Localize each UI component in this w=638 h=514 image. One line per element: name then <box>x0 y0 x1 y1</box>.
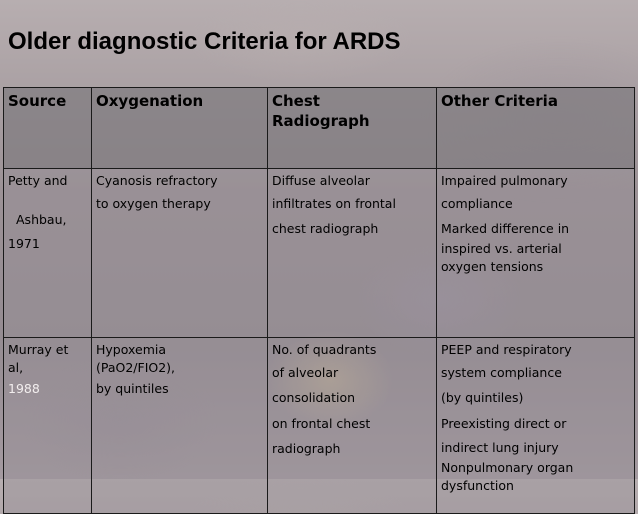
other-line: oxygen tensions <box>441 259 544 274</box>
chest-line: Diffuse alveolar <box>272 173 370 188</box>
cell-other-criteria: Impaired pulmonary compliance Marked dif… <box>436 168 635 338</box>
chest-line: consolidation <box>272 390 356 405</box>
table-row: Murray et al, 1988 Hypoxemia (PaO2/FIO2)… <box>3 337 635 514</box>
criteria-table: Source Oxygenation Chest Radiograph Othe… <box>3 87 635 514</box>
oxygenation-line: Cyanosis refractory <box>96 173 218 188</box>
oxygenation-line: Hypoxemia <box>96 342 167 357</box>
source-line: 1971 <box>8 236 40 251</box>
other-line: Impaired pulmonary <box>441 173 568 188</box>
header-other-criteria: Other Criteria <box>436 87 635 169</box>
header-oxygenation: Oxygenation <box>91 87 268 169</box>
source-line: Murray et <box>8 342 69 357</box>
chest-line: of alveolar <box>272 365 339 380</box>
oxygenation-line: by quintiles <box>96 381 169 396</box>
header-chest-line: Radiograph <box>272 112 370 130</box>
header-chest-radiograph: Chest Radiograph <box>267 87 437 169</box>
other-line: inspired vs. arterial <box>441 241 562 256</box>
other-line: dysfunction <box>441 478 514 493</box>
source-line: al, <box>8 360 24 375</box>
chest-line: No. of quadrants <box>272 342 377 357</box>
chest-line: on frontal chest <box>272 416 371 431</box>
oxygenation-line: (PaO2/FIO2), <box>96 360 176 375</box>
cell-oxygenation: Hypoxemia (PaO2/FIO2), by quintiles <box>91 337 268 514</box>
other-line: Preexisting direct or <box>441 416 567 431</box>
source-line: Ashbau, <box>16 212 67 227</box>
other-line: system compliance <box>441 365 562 380</box>
cell-source: Murray et al, 1988 <box>3 337 92 514</box>
slide-title: Older diagnostic Criteria for ARDS <box>8 28 401 55</box>
other-line: Nonpulmonary organ <box>441 460 574 475</box>
chest-line: radiograph <box>272 441 341 456</box>
other-line: Marked difference in <box>441 221 570 236</box>
cell-other-criteria: PEEP and respiratory system compliance (… <box>436 337 635 514</box>
source-line: 1988 <box>8 381 40 396</box>
other-line: PEEP and respiratory <box>441 342 572 357</box>
chest-line: infiltrates on frontal <box>272 196 396 211</box>
cell-chest-radiograph: Diffuse alveolar infiltrates on frontal … <box>267 168 437 338</box>
cell-source: Petty and Ashbau, 1971 <box>3 168 92 338</box>
table-header-row: Source Oxygenation Chest Radiograph Othe… <box>3 87 635 169</box>
other-line: compliance <box>441 196 513 211</box>
other-line: indirect lung injury <box>441 440 559 455</box>
other-line: (by quintiles) <box>441 390 524 405</box>
oxygenation-line: to oxygen therapy <box>96 196 211 211</box>
chest-line: chest radiograph <box>272 221 379 236</box>
header-chest-line: Chest <box>272 92 320 110</box>
source-line: Petty and <box>8 173 68 188</box>
table-row: Petty and Ashbau, 1971 Cyanosis refracto… <box>3 168 635 338</box>
cell-oxygenation: Cyanosis refractory to oxygen therapy <box>91 168 268 338</box>
header-source: Source <box>3 87 92 169</box>
cell-chest-radiograph: No. of quadrants of alveolar consolidati… <box>267 337 437 514</box>
